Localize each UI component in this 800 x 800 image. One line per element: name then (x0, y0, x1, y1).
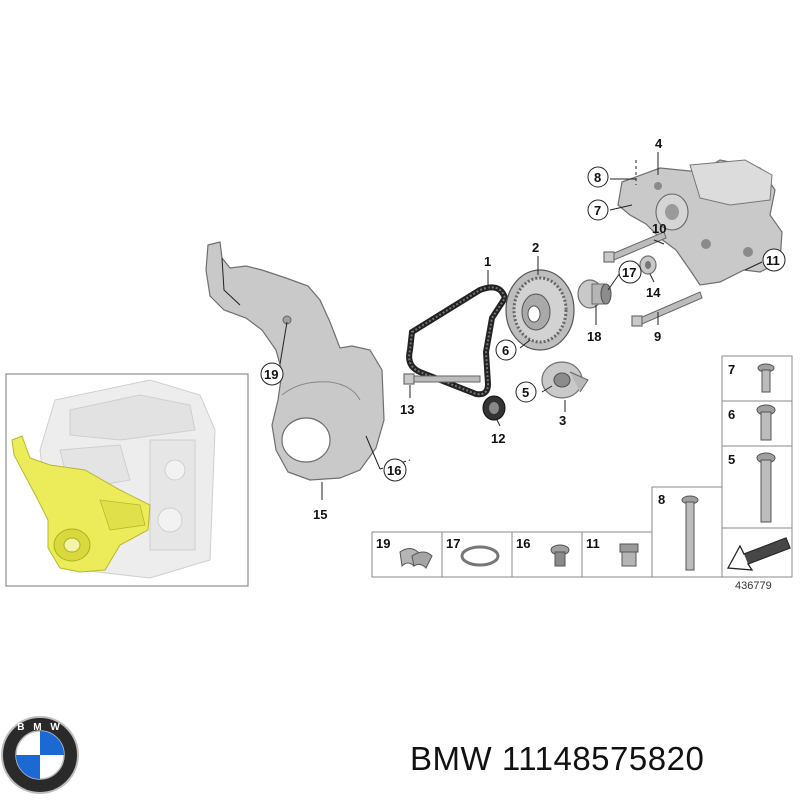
highlighted-timing-cover (11, 435, 151, 573)
legend-label-5: 5 (728, 452, 735, 467)
part-10-bolt (603, 231, 667, 263)
callout-16-group: 16 (383, 458, 407, 482)
callout-12: 12 (491, 431, 505, 446)
bmw-logo: B M W (1, 716, 79, 794)
callout-6: 6 (502, 343, 509, 358)
callout-17-group: 17 (618, 260, 642, 284)
bolt-5-icon (756, 452, 776, 523)
callout-8: 8 (594, 170, 601, 185)
part-3-idler-pulley (541, 361, 589, 399)
direction-arrow-icon (726, 537, 791, 571)
callout-7: 7 (594, 203, 601, 218)
callout-2: 2 (532, 240, 539, 255)
legend-label-19: 19 (376, 536, 390, 551)
callout-10: 10 (652, 221, 666, 236)
bolt-6-icon (756, 404, 776, 441)
plug-icon (619, 543, 639, 567)
callout-14: 14 (646, 285, 661, 300)
part-number-caption: BMW 11148575820 (410, 740, 705, 777)
legend-label-7: 7 (728, 362, 735, 377)
legend-label-6: 6 (728, 407, 735, 422)
callout-15: 15 (313, 507, 327, 522)
legend-bolt-8: 8 (651, 486, 793, 578)
part-2-pulley (505, 269, 575, 351)
callout-17: 17 (622, 265, 636, 280)
part-1-belt (406, 284, 509, 398)
part-4-bracket-assembly (617, 159, 783, 286)
callout-5-group: 5 (515, 381, 537, 403)
legend-label-8: 8 (658, 492, 665, 507)
part-9-bolt (631, 291, 703, 327)
bmw-logo-lettering: B M W (17, 722, 63, 733)
callout-4: 4 (655, 136, 663, 151)
part-18-tensioner (577, 279, 612, 309)
callout-16: 16 (387, 463, 401, 478)
legend-label-16: 16 (516, 536, 530, 551)
callout-labels: 1 2 3 4 5 6 7 8 9 10 11 12 13 14 15 (260, 136, 786, 522)
legend-right-column: 7 6 5 (721, 355, 793, 529)
part-14-sleeve (639, 255, 657, 275)
callout-9: 9 (654, 329, 661, 344)
part-13-bolt (403, 373, 481, 385)
legend-bottom-row: 19 17 16 11 (371, 531, 653, 578)
clip-icon (399, 548, 433, 569)
callout-19: 19 (264, 367, 278, 382)
legend-label-11: 11 (586, 536, 600, 551)
bolt-8-icon (681, 495, 699, 571)
callout-1: 1 (484, 254, 491, 269)
bolt-7-icon (757, 363, 775, 393)
callout-8-group: 8 (587, 166, 609, 188)
screw-icon (550, 544, 570, 567)
callout-3: 3 (559, 413, 566, 428)
callout-7-group: 7 (587, 199, 609, 221)
leader-lines (279, 152, 763, 500)
callout-6-group: 6 (495, 339, 517, 361)
part-12-seal (482, 395, 506, 421)
callout-18: 18 (587, 329, 601, 344)
part-15-timing-cover (205, 241, 385, 481)
legend-label-17: 17 (446, 536, 460, 551)
o-ring-icon (460, 545, 500, 567)
callout-13: 13 (400, 402, 414, 417)
drawing-number: 436779 (735, 580, 772, 592)
callout-11-group: 11 (762, 248, 786, 272)
callout-5: 5 (522, 385, 529, 400)
engine-inset (5, 373, 249, 587)
callout-11: 11 (766, 253, 780, 268)
callout-19-group: 19 (260, 362, 284, 386)
